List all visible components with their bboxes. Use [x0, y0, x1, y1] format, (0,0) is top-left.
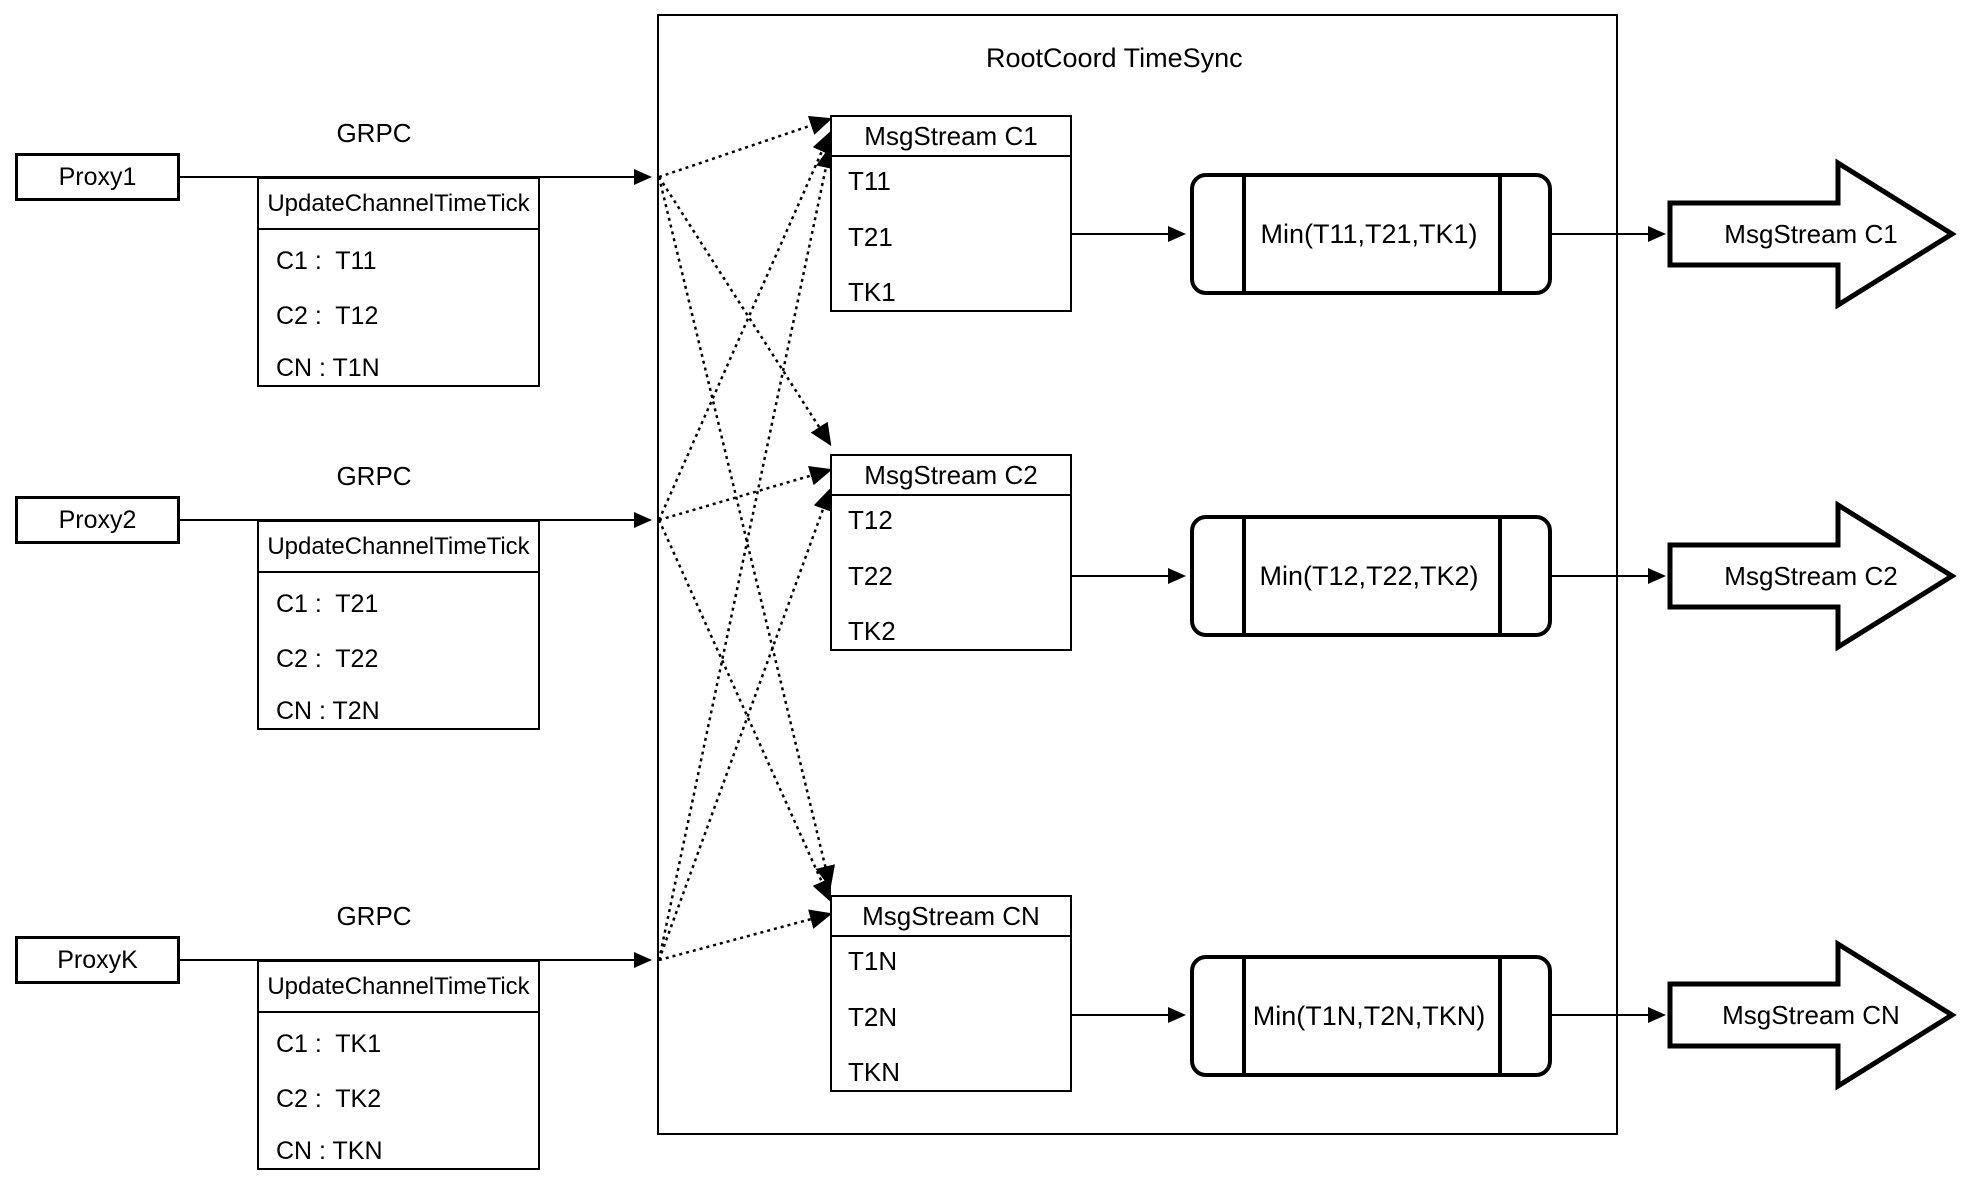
- min-node-left-divider: [1242, 959, 1246, 1073]
- output-arrow-label-c2: MsgStream C2: [1724, 560, 1898, 591]
- grpc-label-1: GRPC: [336, 118, 412, 148]
- proxy1-box: Proxy1: [15, 153, 180, 201]
- update-row: C1 : TK1: [276, 1030, 382, 1058]
- update-row: C2 : TK2: [276, 1085, 382, 1113]
- update-table-header: UpdateChannelTimeTick: [259, 962, 538, 1013]
- update-row: C1 : T11: [276, 247, 377, 275]
- update-table-header: UpdateChannelTimeTick: [259, 522, 538, 573]
- dotted-arrow-pk-cn: [658, 909, 833, 962]
- min-node-left-divider: [1242, 177, 1246, 291]
- min-node-left-divider: [1242, 519, 1246, 633]
- update-row: C1 : T21: [276, 590, 379, 618]
- min-node-c2: Min(T12,T22,TK2): [1190, 515, 1552, 637]
- min-node-right-divider: [1498, 177, 1502, 291]
- rootcoord-title: RootCoord TimeSync: [986, 43, 1243, 73]
- update-row: CN : T1N: [276, 354, 380, 382]
- msgstream-row: T22: [848, 561, 893, 591]
- proxy2-box: Proxy2: [15, 496, 180, 544]
- dotted-arrow-p2-c2: [658, 466, 833, 522]
- msgstream-table-c1: MsgStream C1 T11 T21 TK1: [830, 115, 1072, 312]
- output-block-arrow-cn: [1667, 939, 1957, 1091]
- min-node-c1: Min(T11,T21,TK1): [1190, 173, 1552, 295]
- output-arrow-label-c1: MsgStream C1: [1724, 218, 1898, 249]
- proxyk-label: ProxyK: [57, 945, 138, 974]
- min-expression: Min(T1N,T2N,TKN): [1252, 1000, 1486, 1031]
- msgstream-row: T1N: [848, 946, 898, 976]
- msgstream-table-title: MsgStream C1: [832, 117, 1070, 157]
- grpc-label-3: GRPC: [336, 901, 412, 931]
- proxyk-box: ProxyK: [15, 936, 180, 984]
- min-expression: Min(T12,T22,TK2): [1259, 560, 1479, 591]
- dotted-arrow-p1-cn: [657, 176, 836, 889]
- msgstream-row: T11: [848, 166, 891, 196]
- dotted-arrow-pk-c1: [657, 145, 836, 961]
- dotted-arrow-p2-c1: [657, 130, 832, 521]
- msgstream-row: T21: [848, 222, 893, 252]
- msgstream-row: TKN: [848, 1057, 900, 1087]
- msgstream-table-cn: MsgStream CN T1N T2N TKN: [830, 895, 1072, 1092]
- min-node-cn: Min(T1N,T2N,TKN): [1190, 955, 1552, 1077]
- min-node-right-divider: [1498, 519, 1502, 633]
- update-table-proxyk: UpdateChannelTimeTick C1 : TK1 C2 : TK2 …: [257, 960, 540, 1170]
- msgstream-table-c2: MsgStream C2 T12 T22 TK2: [830, 454, 1072, 651]
- proxy1-label: Proxy1: [58, 162, 137, 191]
- update-row: C2 : T22: [276, 645, 379, 673]
- proxy2-label: Proxy2: [58, 505, 137, 534]
- msgstream-row: TK1: [848, 277, 896, 307]
- update-row: CN : TKN: [276, 1137, 383, 1165]
- output-arrow-label-cn: MsgStream CN: [1722, 999, 1900, 1030]
- rootcoord-timesync-box: [657, 14, 1618, 1135]
- update-row: C2 : T12: [276, 302, 379, 330]
- update-table-proxy1: UpdateChannelTimeTick C1 : T11 C2 : T12 …: [257, 177, 540, 387]
- msgstream-row: T2N: [848, 1002, 898, 1032]
- update-table-proxy2: UpdateChannelTimeTick C1 : T21 C2 : T22 …: [257, 520, 540, 730]
- dotted-arrow-p1-c1: [658, 115, 833, 179]
- output-block-arrow-c1: [1667, 158, 1957, 310]
- msgstream-table-title: MsgStream CN: [832, 897, 1070, 937]
- min-expression: Min(T11,T21,TK1): [1260, 218, 1478, 249]
- min-node-right-divider: [1498, 959, 1502, 1073]
- output-block-arrow-c2: [1667, 500, 1957, 652]
- update-row: CN : T2N: [276, 697, 380, 725]
- update-table-header: UpdateChannelTimeTick: [259, 179, 538, 230]
- msgstream-row: TK2: [848, 616, 896, 646]
- msgstream-row: T12: [848, 505, 893, 535]
- msgstream-table-title: MsgStream C2: [832, 456, 1070, 496]
- grpc-label-2: GRPC: [336, 461, 412, 491]
